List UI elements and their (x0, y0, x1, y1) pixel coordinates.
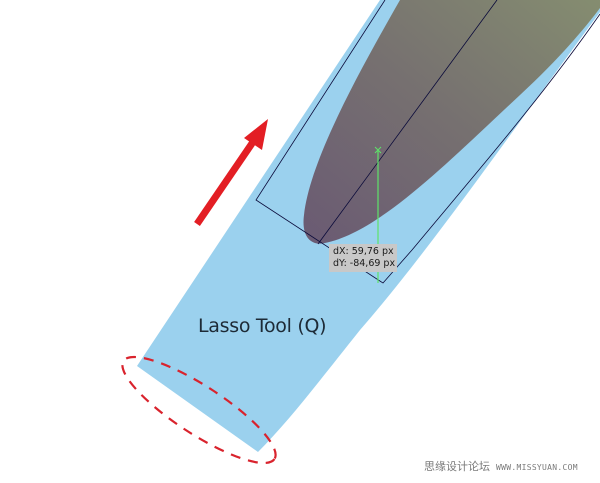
watermark: 思缘设计论坛 WWW.MISSYUAN.COM (424, 458, 578, 474)
measure-start-marker-icon (374, 146, 382, 154)
watermark-url: WWW.MISSYUAN.COM (496, 463, 578, 472)
selection-outline (255, 0, 600, 284)
watermark-site-name: 思缘设计论坛 (424, 460, 490, 473)
measure-tooltip: dX: 59,76 px dY: -84,69 px (329, 244, 397, 272)
arrow-up-right-icon (244, 119, 268, 150)
tool-label: Lasso Tool (Q) (198, 315, 327, 337)
measure-dy: dY: -84,69 px (333, 258, 396, 269)
center-guide-line (317, 0, 498, 245)
direction-arrow-shaft (194, 137, 258, 226)
measure-dx: dX: 59,76 px (333, 246, 394, 257)
dashed-ellipse-icon (121, 355, 277, 465)
